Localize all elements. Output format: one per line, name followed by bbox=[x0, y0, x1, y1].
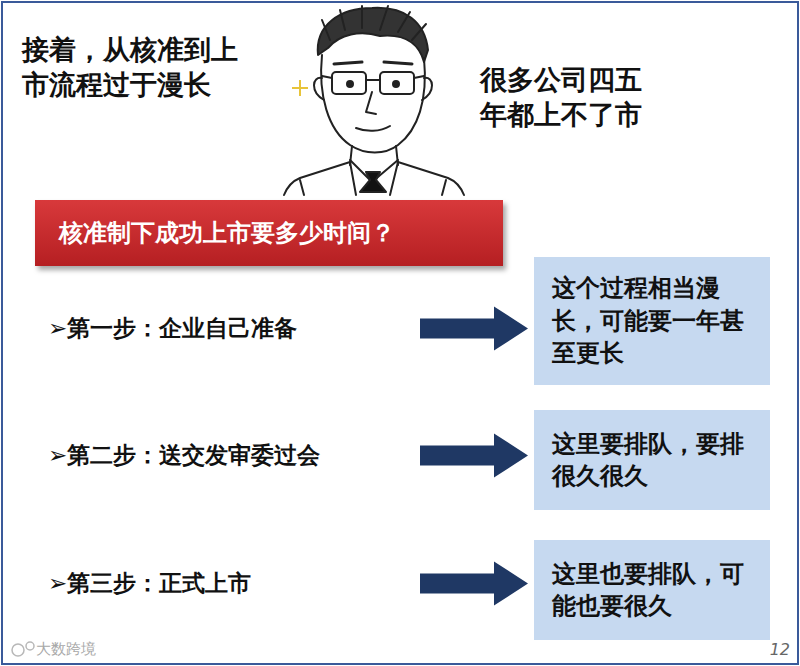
step-label: ➢第一步：企业自己准备 bbox=[48, 305, 420, 352]
banner-text: 核准制下成功上市要多少时间？ bbox=[59, 217, 395, 249]
sparkle bbox=[292, 80, 308, 96]
step-text: ➢第一步：企业自己准备 bbox=[48, 313, 297, 344]
box-text: 这个过程相当漫长，可能要一年甚至更长 bbox=[552, 272, 752, 369]
block-arrow bbox=[420, 307, 528, 351]
box-text: 这里也要排队，可能也要很久 bbox=[552, 558, 752, 623]
step-text: ➢第三步：正式上市 bbox=[48, 568, 251, 599]
block-arrow bbox=[420, 562, 528, 606]
box-text: 这里要排队，要排很久很久 bbox=[552, 428, 752, 493]
title-banner: 核准制下成功上市要多少时间？ bbox=[35, 200, 503, 266]
process-box: 这个过程相当漫长，可能要一年甚至更长 bbox=[534, 257, 770, 385]
step-text: ➢第二步：送交发审委过会 bbox=[48, 440, 320, 471]
man-sketch bbox=[284, 6, 464, 195]
step-label: ➢第三步：正式上市 bbox=[48, 560, 420, 607]
step-label: ➢第二步：送交发审委过会 bbox=[48, 432, 420, 479]
process-box: 这里要排队，要排很久很久 bbox=[534, 410, 770, 510]
page-number: 12 bbox=[740, 640, 790, 659]
speech-text: 很多公司四五年都上不了市 bbox=[480, 62, 656, 132]
block-arrow bbox=[420, 434, 528, 478]
watermark-logo bbox=[12, 642, 34, 656]
speech-text: 接着，从核准到上市流程过于漫长 bbox=[22, 32, 258, 102]
process-box: 这里也要排队，可能也要很久 bbox=[534, 540, 770, 640]
watermark: 大数跨境 bbox=[36, 640, 156, 659]
